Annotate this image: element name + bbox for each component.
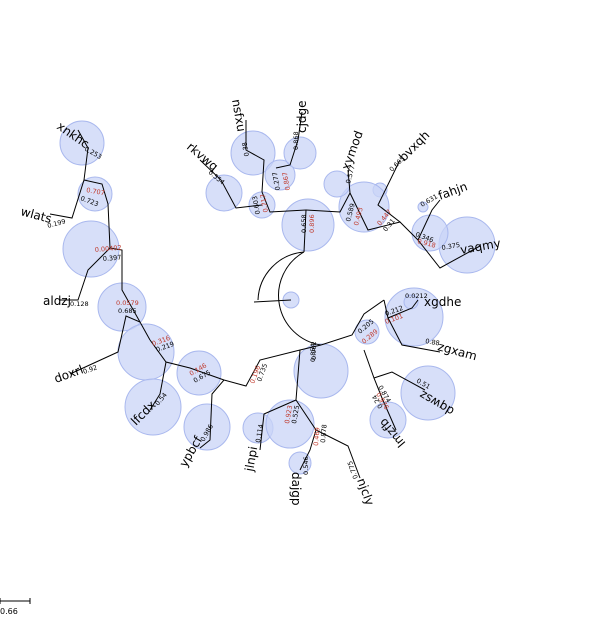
internal-length: 0.962 [310,341,318,360]
leaf-label-ypbcf: ypbcf [176,433,205,469]
leaf-label-fahjn: fahjn [436,179,469,202]
root-stem [253,299,292,303]
leaf-label-doxrl: doxrl [52,362,85,385]
bubble-node-xymod [338,181,390,233]
leaf-label-jlnpi: jlnpi [242,445,260,473]
support-value: 0.867 [281,171,292,191]
leaf-label-cjdge: cjdge [295,100,309,133]
branch-lmzfb-dqwsz [363,349,426,391]
leaf-label-rkvwq: rkvwq [184,140,221,174]
internal-length: 0.854 [309,343,317,362]
leaf-label-zgxam: zgxam [436,339,478,363]
support-value: 0.923 [283,405,294,425]
branch-rkvwq [199,159,263,209]
bubble-node-jlnpi [265,399,315,449]
support-value: 0.00402 [94,244,121,254]
bubble-dqwsz [400,365,456,421]
bubble-xnkhc [59,120,105,166]
bubble-node-upper [281,198,335,252]
branch-wlats [49,179,85,219]
branch-aldzj [60,247,111,301]
support-value: 0.717 [259,193,270,213]
branch-njcly [315,429,361,479]
leaf-label-xgdhe: xgdhe [424,295,461,309]
bubble-cjdge [283,136,317,170]
leaf-length-nsfxu: 0.38 [241,141,251,157]
bubble-xymod [323,170,351,198]
leaf-length-xgdhe: 0.0212 [405,292,428,300]
branch-cjdge [275,111,303,169]
branch-lower [223,344,322,387]
branch-ypbcf [199,379,225,449]
leaf-label-nsfxu: nsfxu [229,98,248,133]
branch-dajgp-njcly [295,399,317,471]
internal-length: 0.603 [251,195,262,215]
branch-vaqmy [417,239,481,269]
bubble-xgdhe [384,287,444,347]
leaf-length-fahjn: 0.631 [419,192,439,208]
leaf-label-wlats: wlats [19,204,53,226]
leaf-length-aldzj: 0.128 [70,300,89,308]
leaf-length-zgxam: 0.88 [425,337,441,347]
branch-zgxam [387,317,441,353]
bubble-node-cjdge [264,159,296,191]
root-arc [278,251,322,346]
bubble-node-ypbcf [176,350,222,396]
branch-layer [0,111,481,604]
internal-length: 0.525 [290,405,301,425]
bubble-fahjn [417,201,429,213]
branch-aldzj-group [109,247,141,323]
internal-length: 0.397 [102,253,121,263]
leaf-length-vaqmy: 0.375 [441,241,461,252]
leaf-label-xymod: xymod [339,129,366,172]
bubble-lfcdx [124,378,182,436]
bubble-node-wlats [77,176,113,212]
internal-length: 0.658 [300,214,308,233]
branch-doxrl [69,315,151,375]
branch-lfcdx-group [149,339,225,381]
bubble-node-lower [293,343,349,399]
leaf-length-jlnpi: 0.114 [254,424,265,444]
branch-xnkhc [77,129,89,181]
branch-rkvwq-group [261,191,307,213]
bubble-ypbcf [183,403,231,451]
internal-length: 0.277 [271,171,282,191]
branch-nsfxu-cjdge [245,120,265,193]
scale-bar-label: 0.66 [0,607,18,616]
branch-xymod-group [305,169,351,213]
support-value: 0.0579 [116,299,139,307]
branch-fahjn [399,199,441,241]
bubble-layer [59,120,496,475]
leaf-label-aldzj: aldzj [43,294,71,308]
bubble-dajgp [288,451,312,475]
support-value: 0.469 [312,427,322,446]
branch-wlats-group [83,179,111,249]
bubble-xgdhe-inner [403,294,419,310]
support-value: 0.896 [308,214,316,233]
support-value: 0.707 [86,186,106,197]
bubble-node-right [354,319,380,345]
leaf-label-bvxqh: bvxqh [396,128,432,164]
internal-length: 0.878 [319,424,329,443]
branch-lfcdx [149,361,167,411]
leaf-length-njcly: 0.775 [346,460,360,480]
leaf-label-vaqmy: vaqmy [459,236,502,257]
bubble-lmzfb [369,401,407,439]
root-arc-inner [257,251,305,301]
branch-jlnpi-group [259,349,301,451]
branch-lower-right [320,299,385,346]
leaf-length-dajgp: 0.546 [302,456,310,475]
leaf-label-dajgp: dajgp [289,472,303,506]
branch-xgdhe [383,299,419,319]
internal-length: 0.685 [118,307,137,315]
branch-lmzfb [373,377,397,431]
leaf-length-cjdge: 0.868 [292,131,300,150]
branch-upper [303,209,307,253]
leaf-label-njcly: njcly [354,476,377,507]
